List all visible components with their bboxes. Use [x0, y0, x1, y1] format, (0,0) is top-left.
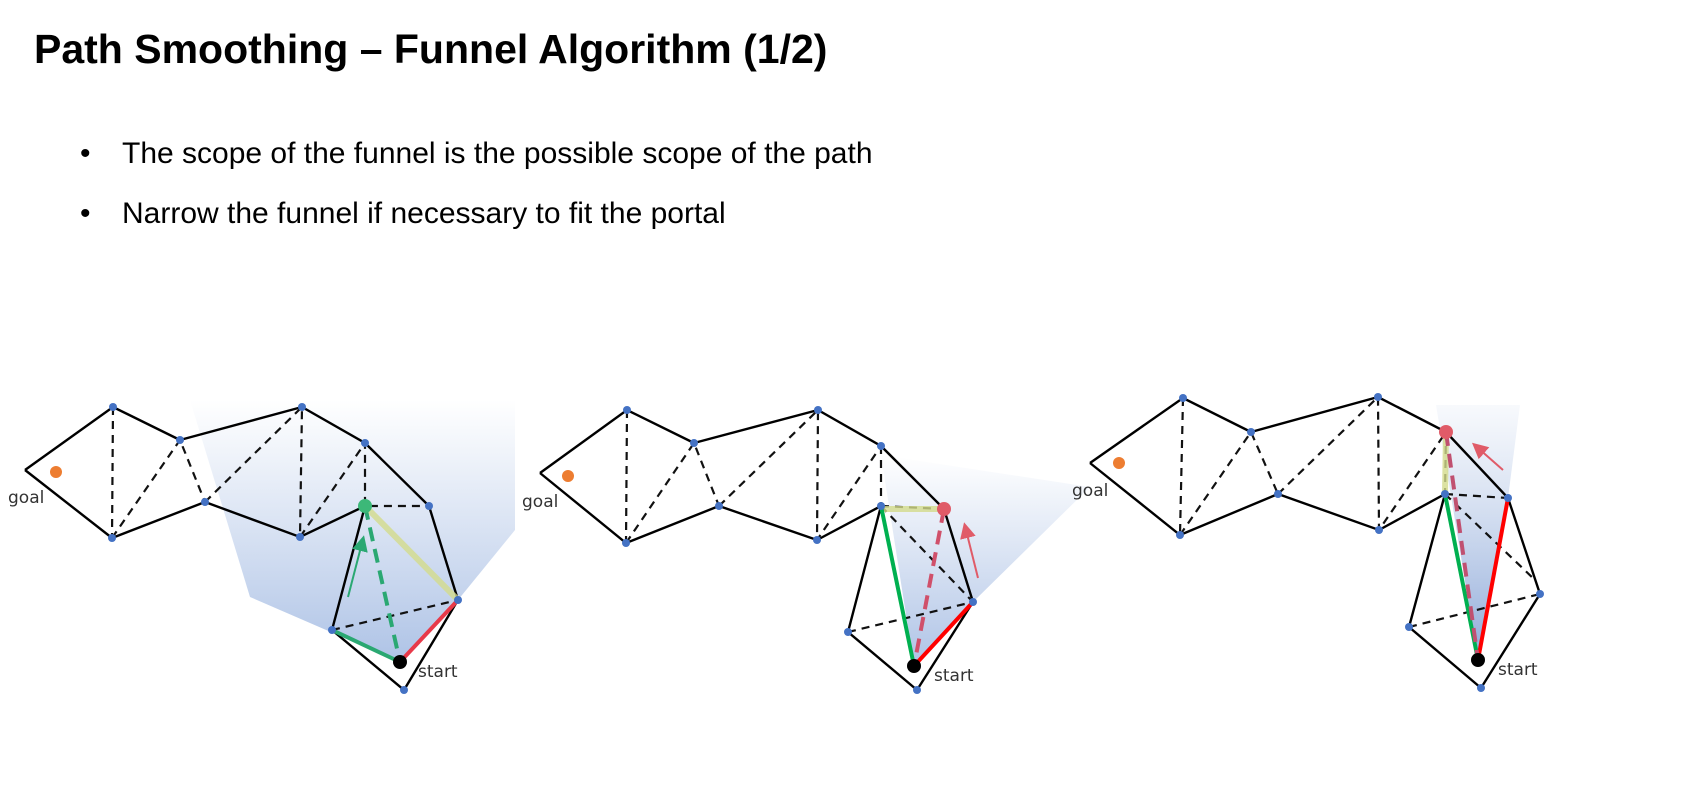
goal-label: goal	[522, 492, 558, 512]
slide-title: Path Smoothing – Funnel Algorithm (1/2)	[34, 26, 828, 72]
right-funnel-edge	[912, 600, 975, 668]
goal-label: goal	[1072, 481, 1108, 501]
goal-point	[562, 470, 574, 482]
probe-line	[912, 508, 946, 667]
bullet-item: • Narrow the funnel if necessary to fit t…	[80, 197, 726, 231]
portal-edge-highlight	[362, 503, 461, 603]
goal-point	[50, 466, 62, 478]
start-label: start	[1498, 660, 1538, 680]
direction-arrow	[1471, 442, 1504, 471]
bullet-item: • The scope of the funnel is the possible…	[80, 137, 873, 171]
start-label: start	[418, 662, 458, 682]
start-point	[393, 655, 407, 669]
vertex-dots	[622, 406, 977, 694]
bullet-dot: •	[80, 137, 91, 170]
left-funnel-edge	[331, 628, 401, 664]
vertex-dots	[1176, 393, 1544, 692]
diagram-step-3: goal start	[1072, 393, 1544, 692]
diagram-step-2: goal start	[522, 406, 1090, 694]
goal-point	[1113, 457, 1125, 469]
apex-candidate-point	[1439, 425, 1453, 439]
diagram-step-1: goal start	[8, 400, 515, 694]
start-label: start	[934, 666, 974, 686]
apex-candidate-point	[358, 499, 372, 513]
probe-line	[363, 505, 402, 663]
direction-arrow	[960, 522, 979, 579]
right-funnel-edge	[398, 598, 460, 664]
bullet-text: The scope of the funnel is the possible …	[122, 137, 873, 170]
direction-arrow	[347, 535, 368, 598]
right-funnel-edge	[1476, 497, 1510, 661]
start-point	[1471, 653, 1485, 667]
left-funnel-edge	[879, 505, 916, 667]
probe-line	[1444, 431, 1480, 661]
vertex-dots	[108, 403, 462, 694]
apex-candidate-point	[937, 502, 951, 516]
bullet-dot: •	[80, 197, 91, 230]
funnel-area	[881, 455, 1090, 666]
goal-label: goal	[8, 488, 44, 508]
bullet-text: Narrow the funnel if necessary to fit th…	[122, 197, 726, 230]
funnel-area	[190, 400, 515, 662]
start-point	[907, 659, 921, 673]
funnel-area	[1436, 405, 1520, 660]
